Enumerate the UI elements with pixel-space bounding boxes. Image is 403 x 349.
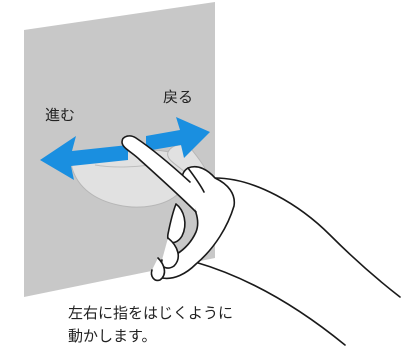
pointing-hand-icon xyxy=(121,135,401,346)
caption-line-2: 動かします。 xyxy=(68,327,157,345)
back-label: 戻る xyxy=(163,88,194,106)
caption-line-1: 左右に指をはじくように xyxy=(68,304,234,322)
arrow-left-icon xyxy=(40,136,128,180)
forward-label: 進む xyxy=(45,106,76,124)
arrow-right-icon xyxy=(146,117,210,158)
instruction-caption: 左右に指をはじくように 動かします。 xyxy=(68,302,233,348)
